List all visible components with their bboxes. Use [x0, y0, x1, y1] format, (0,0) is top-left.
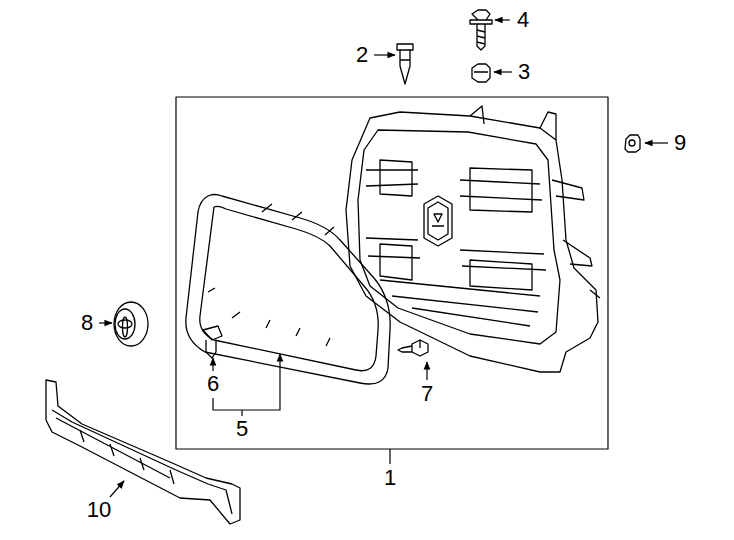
callout-number: 10 [86, 499, 112, 521]
callout-number: 2 [355, 44, 369, 66]
callout-number: 5 [235, 418, 249, 440]
callout-number: 4 [516, 9, 530, 31]
callout-number: 8 [80, 312, 94, 334]
callout-number: 1 [383, 467, 397, 489]
callout-number: 6 [206, 373, 220, 395]
callout-number: 9 [673, 132, 687, 154]
callout-number: 7 [420, 383, 434, 405]
callout-number: 3 [517, 61, 531, 83]
